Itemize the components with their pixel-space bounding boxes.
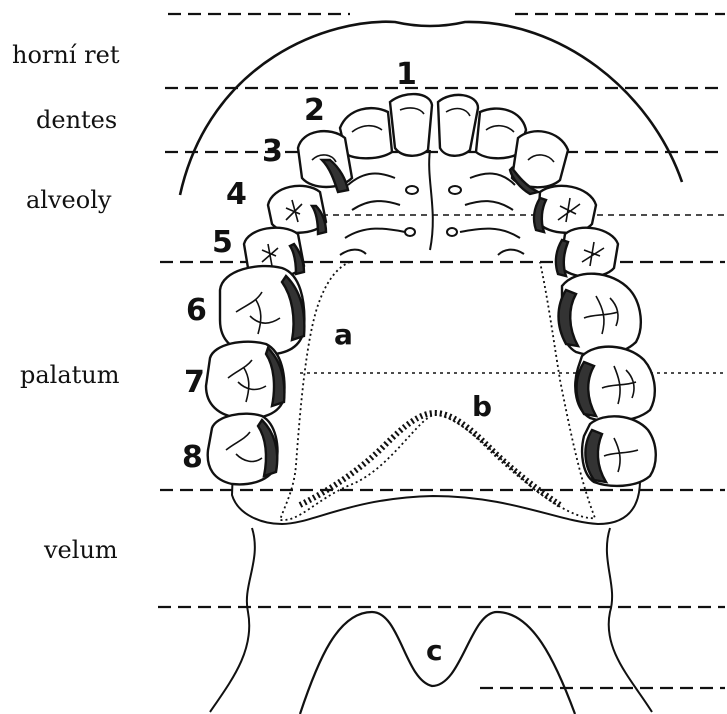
- ruga-8: [498, 250, 524, 255]
- mark-a: a: [334, 318, 353, 351]
- ruga-dot-4: [447, 228, 457, 236]
- tooth-number-6: 6: [186, 293, 207, 328]
- tooth-number-3: 3: [262, 134, 283, 169]
- tooth-number-1: 1: [396, 57, 417, 92]
- velum-left-contour: [210, 528, 255, 712]
- ruga-dot-3: [405, 228, 415, 236]
- mark-b: b: [472, 390, 492, 423]
- ruga-dot-2: [449, 186, 461, 194]
- ruga-6: [460, 229, 520, 238]
- rugae: [340, 150, 524, 255]
- tooth-incisor-r1: [438, 95, 478, 156]
- velum-right-contour: [607, 528, 652, 712]
- arch-bottom-outline: [232, 440, 640, 524]
- ruga-2: [352, 201, 400, 210]
- tooth-number-7: 7: [184, 365, 205, 400]
- tooth-number-4: 4: [226, 177, 247, 212]
- ruga-7: [340, 250, 366, 255]
- median-raphe: [429, 150, 433, 250]
- mark-c: c: [426, 634, 443, 667]
- ruga-1: [348, 174, 395, 185]
- ruga-4: [470, 174, 515, 185]
- tooth-incisor-l1: [390, 94, 432, 156]
- tooth-number-5: 5: [212, 225, 233, 260]
- ruga-dot-1: [406, 186, 418, 194]
- palate-boundary-a: [280, 262, 595, 520]
- ruga-3: [345, 229, 405, 238]
- tooth-number-8: 8: [182, 440, 203, 475]
- tooth-number-2: 2: [304, 93, 325, 128]
- ruga-5: [465, 201, 513, 210]
